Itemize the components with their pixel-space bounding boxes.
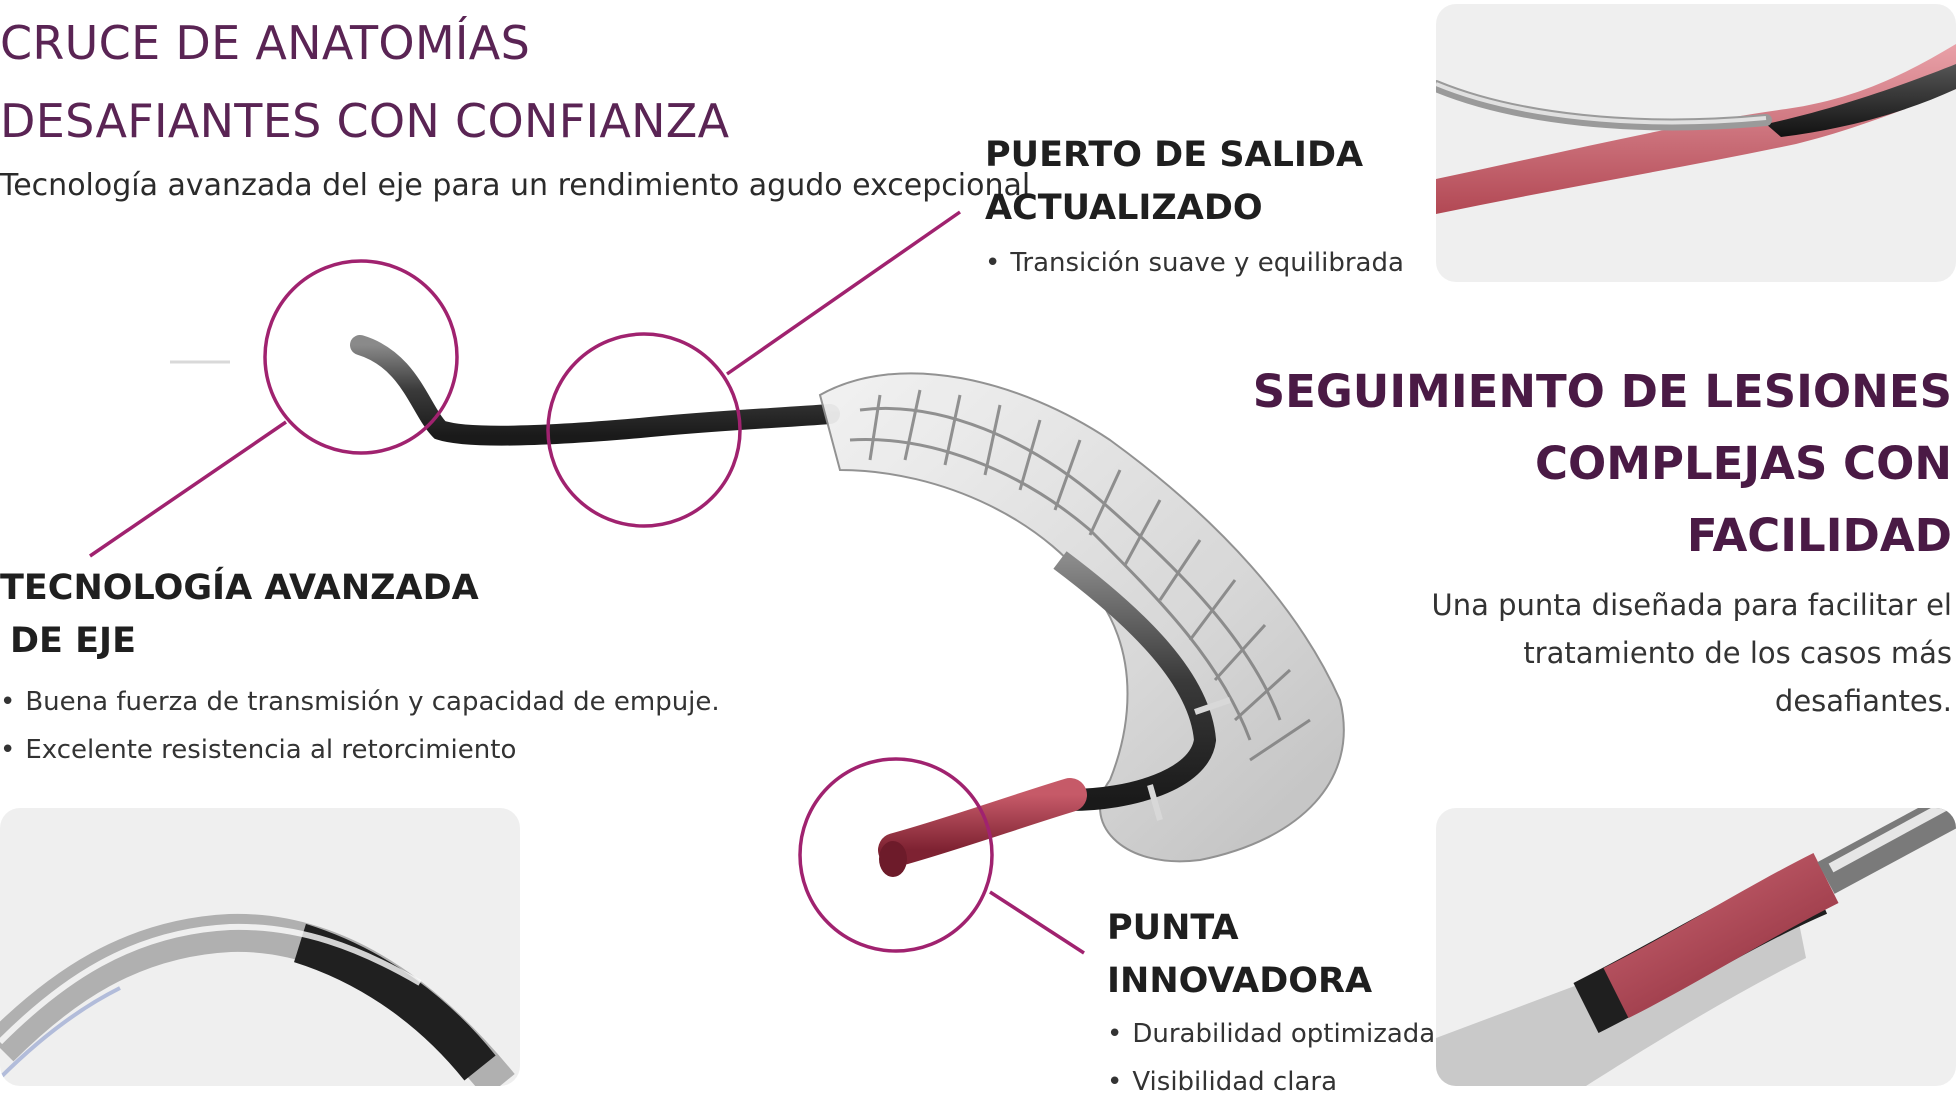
feature-bullet: Transición suave y equilibrada <box>985 239 1404 287</box>
tracking-description: Una punta diseñada para facilitar el tra… <box>1332 581 1952 725</box>
callout-line-shaft <box>89 420 287 558</box>
panel-shaft-closeup <box>0 808 520 1086</box>
tracking-desc-line-3: desafiantes. <box>1774 684 1952 718</box>
tracking-desc-line-2: tratamiento de los casos más <box>1523 636 1952 670</box>
tracking-title-line-1: SEGUIMIENTO DE LESIONES <box>1252 365 1952 418</box>
callout-line-exit-port <box>726 210 961 376</box>
feature-exit-port-title-line-2: ACTUALIZADO <box>985 188 1263 228</box>
shaft-closeup-image <box>0 913 515 1086</box>
feature-exit-port: PUERTO DE SALIDA ACTUALIZADO Transición … <box>985 129 1404 287</box>
feature-shaft-bullets: Buena fuerza de transmisión y capacidad … <box>0 678 720 774</box>
callout-circle-tip <box>798 757 994 953</box>
exit-port-closeup-image <box>1436 44 1956 214</box>
feature-tip: PUNTA INNOVADORA Durabilidad optimizada … <box>1107 902 1435 1106</box>
callout-graphics <box>89 210 1085 955</box>
feature-tip-title: PUNTA INNOVADORA <box>1107 902 1435 1008</box>
feature-bullet: Durabilidad optimizada <box>1107 1010 1435 1058</box>
tracking-title-line-2: COMPLEJAS CON <box>1534 437 1952 490</box>
feature-bullet: Excelente resistencia al retorcimiento <box>0 726 720 774</box>
inner-shaft <box>1053 551 1217 811</box>
tracking-title: SEGUIMIENTO DE LESIONES COMPLEJAS CON FA… <box>1252 356 1952 572</box>
feature-shaft: TECNOLOGÍA AVANZADA DE EJE Buena fuerza … <box>0 562 720 774</box>
feature-tip-title-line-2: INNOVADORA <box>1107 961 1373 1001</box>
tracking-desc-line-1: Una punta diseñada para facilitar el <box>1431 588 1952 622</box>
feature-tip-title-line-1: PUNTA <box>1107 908 1239 948</box>
feature-shaft-title: TECNOLOGÍA AVANZADA DE EJE <box>0 562 720 668</box>
callout-circle-exit-port <box>546 332 742 528</box>
feature-shaft-title-line-2: DE EJE <box>10 621 136 661</box>
tip-closeup-image <box>1436 808 1956 1086</box>
feature-exit-port-title-line-1: PUERTO DE SALIDA <box>985 135 1364 175</box>
main-title: CRUCE DE ANATOMÍAS DESAFIANTES CON CONFI… <box>0 4 980 160</box>
stent-struts <box>849 389 1311 762</box>
feature-bullet: Visibilidad clara <box>1107 1058 1435 1106</box>
callout-circle-shaft <box>263 259 459 455</box>
feature-tip-bullets: Durabilidad optimizada Visibilidad clara <box>1107 1010 1435 1106</box>
main-subtitle: Tecnología avanzada del eje para un rend… <box>0 168 1031 203</box>
main-title-line-1: CRUCE DE ANATOMÍAS <box>0 16 531 70</box>
catheter-tip <box>878 778 1087 867</box>
feature-exit-port-title: PUERTO DE SALIDA ACTUALIZADO <box>985 129 1404 235</box>
panel-tip-closeup <box>1436 808 1956 1086</box>
callout-line-tip <box>989 890 1085 955</box>
main-title-line-2: DESAFIANTES CON CONFIANZA <box>0 94 730 148</box>
feature-bullet: Buena fuerza de transmisión y capacidad … <box>0 678 719 726</box>
tracking-title-line-3: FACILIDAD <box>1686 509 1952 562</box>
panel-exit-port-closeup <box>1436 4 1956 282</box>
tip-end <box>879 841 907 877</box>
feature-exit-port-bullets: Transición suave y equilibrada <box>985 239 1404 287</box>
catheter-shaft <box>350 335 840 446</box>
marker-bands <box>1147 697 1231 821</box>
feature-shaft-title-line-1: TECNOLOGÍA AVANZADA <box>0 568 479 608</box>
